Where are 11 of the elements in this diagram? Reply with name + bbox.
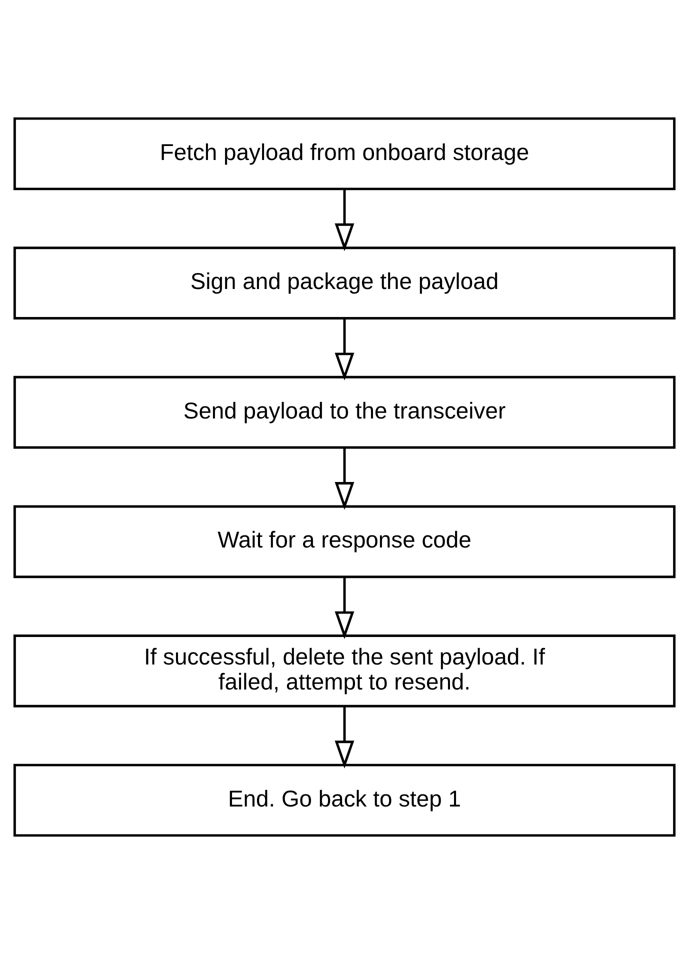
node-box: Fetch payload from onboard storage (13, 116, 676, 190)
arrow (334, 188, 354, 251)
node-box: Send payload to the transceiver (13, 375, 676, 448)
arrow (334, 706, 354, 768)
node-box: Wait for a response code (13, 504, 676, 578)
node-box: Sign and package the payload (13, 246, 676, 319)
arrow (334, 447, 354, 510)
arrow (334, 576, 354, 639)
arrow (334, 318, 354, 380)
node-box: End. Go back to step 1 (13, 763, 676, 836)
node-box: If successful, delete the sent payload. If failed, attempt to resend. (13, 634, 676, 707)
